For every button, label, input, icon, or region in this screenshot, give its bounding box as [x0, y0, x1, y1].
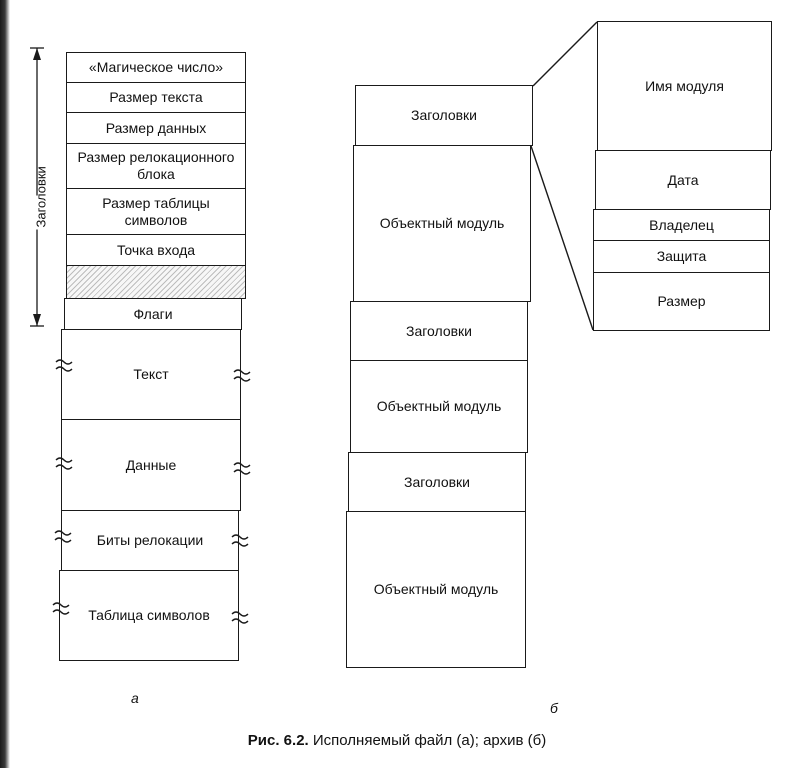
field-label: Размер данных: [105, 119, 207, 136]
field-flags: Флаги: [64, 298, 242, 330]
block-label: Объектный модуль: [379, 215, 505, 231]
archive-object-module-1: Объектный модуль: [353, 145, 531, 302]
detail-label: Дата: [667, 171, 699, 188]
caption-prefix: Рис. 6.2.: [247, 732, 309, 749]
archive-header-1: Заголовки: [355, 85, 533, 146]
break-mark: [52, 602, 70, 615]
field-label: Размер таблицы символов: [102, 194, 210, 228]
field-label: Размер текста: [109, 89, 203, 105]
field-label: Точка входа: [116, 241, 196, 258]
caption-text: Исполняемый файл (а); архив (б): [308, 732, 547, 749]
detail-label: Защита: [656, 248, 707, 264]
segment-label: Биты релокации: [96, 532, 204, 548]
detail-label: Владелец: [649, 216, 714, 233]
field-label: Размер релокационного блока: [77, 149, 235, 182]
field-data-size: Размер данных: [66, 112, 246, 144]
scan-edge: [0, 0, 10, 768]
field-text-size: Размер текста: [66, 82, 246, 113]
detail-label: Размер: [657, 293, 706, 309]
archive-object-module-2: Объектный модуль: [350, 360, 528, 453]
field-relocation-size: Размер релокационного блока: [66, 143, 246, 189]
segment-relocation-bits: Биты релокации: [61, 510, 239, 571]
segment-label: Данные: [125, 456, 177, 473]
break-mark: [233, 462, 251, 475]
field-label: Флаги: [133, 305, 173, 322]
field-magic-number: «Магическое число»: [66, 52, 246, 83]
break-mark: [54, 530, 72, 543]
detail-label: Имя модуля: [645, 77, 724, 94]
detail-module-name: Имя модуля: [597, 21, 772, 151]
detail-owner: Владелец: [593, 209, 770, 241]
field-entry-point: Точка входа: [66, 234, 246, 266]
figure-caption: Рис. 6.2. Исполняемый файл (а); архив (б…: [0, 732, 794, 749]
block-label: Заголовки: [405, 322, 472, 339]
field-label: «Магическое число»: [88, 59, 224, 75]
detail-date: Дата: [595, 150, 771, 210]
segment-label: Таблица символов: [88, 607, 210, 623]
field-unused-hatched: [66, 265, 246, 299]
break-mark: [231, 611, 249, 624]
archive-object-module-3: Объектный модуль: [346, 511, 526, 668]
segment-symbol-table: Таблица символов: [59, 570, 239, 661]
part-label-a: а: [131, 690, 139, 706]
block-label: Заголовки: [403, 473, 470, 490]
detail-protection: Защита: [593, 240, 770, 273]
part-label-b: б: [550, 700, 558, 716]
block-label: Заголовки: [410, 107, 477, 123]
detail-size: Размер: [593, 272, 770, 331]
segment-text: Текст: [61, 329, 241, 420]
break-mark: [231, 534, 249, 547]
break-mark: [233, 369, 251, 382]
block-label: Объектный модуль: [376, 398, 502, 414]
segment-label: Текст: [133, 366, 169, 382]
field-symbol-table-size: Размер таблицы символов: [66, 188, 246, 235]
break-mark: [55, 359, 73, 372]
archive-header-2: Заголовки: [350, 301, 528, 361]
break-mark: [55, 457, 73, 470]
block-label: Объектный модуль: [373, 581, 499, 597]
